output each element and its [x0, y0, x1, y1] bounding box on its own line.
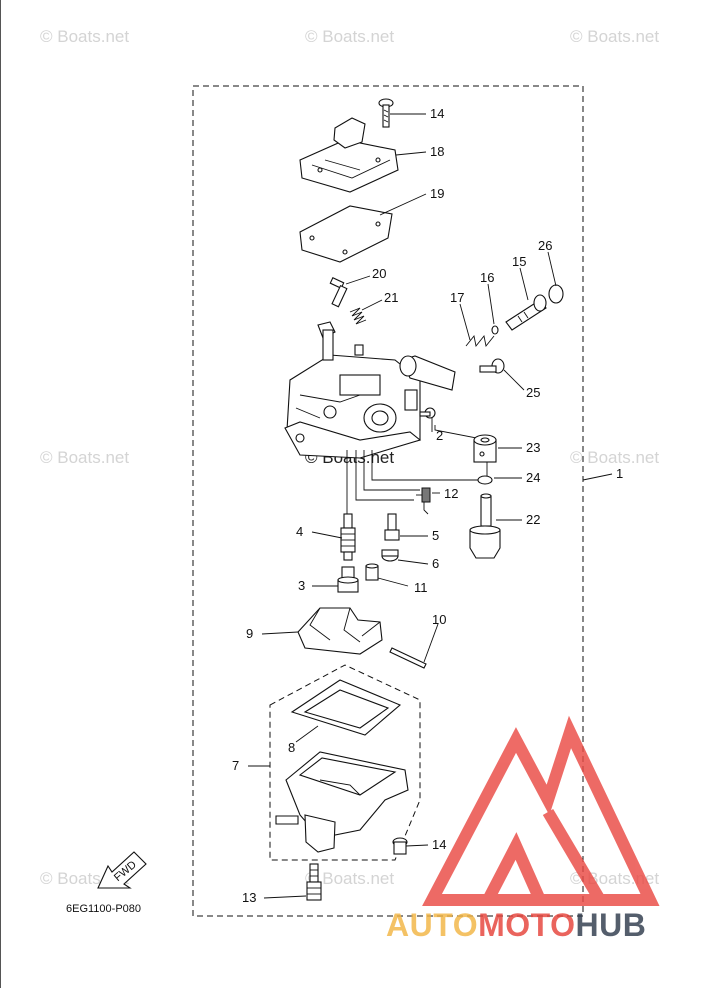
- watermark: © Boats.net: [305, 27, 394, 46]
- float-chamber-group-boundary: [269, 664, 421, 861]
- callout-3: 3: [298, 578, 305, 593]
- callouts: 14 18 19 26 15 16 20 17 21 25 2 23 1 24 …: [232, 106, 623, 905]
- callout-11: 11: [414, 580, 428, 595]
- callout-18: 18: [430, 144, 444, 159]
- stop-spring: [465, 334, 495, 348]
- o-ring-small: [491, 325, 499, 335]
- callout-17: 17: [450, 290, 464, 305]
- callout-16: 16: [480, 270, 494, 285]
- callout-12: 12: [444, 486, 458, 501]
- carburetor-body: [284, 321, 456, 459]
- pilot-jet: [384, 513, 400, 541]
- callout-22: 22: [526, 512, 540, 527]
- float-chamber: [275, 751, 409, 853]
- callout-24: 24: [526, 470, 540, 485]
- guide-line: [355, 450, 414, 501]
- callout-9: 9: [246, 626, 253, 641]
- callout-15: 15: [512, 254, 526, 269]
- float-chamber-gasket: [290, 679, 402, 736]
- parts: FWD: [97, 98, 564, 901]
- callout-5: 5: [432, 528, 439, 543]
- pilot-spring: [349, 307, 367, 325]
- leader-lines: [248, 113, 613, 899]
- watermark: © Boats.net: [305, 869, 394, 888]
- main-nozzle: [340, 513, 356, 561]
- throttle-stop-screw: [505, 294, 547, 331]
- callout-26: 26: [538, 238, 552, 253]
- float-pin: [389, 647, 427, 669]
- plug-cap: [548, 284, 564, 304]
- pilot-screw: [329, 277, 348, 308]
- carburetor-cover: [299, 117, 399, 193]
- callout-23: 23: [526, 440, 540, 455]
- jet-plug: [381, 549, 399, 562]
- plunger-cap: [473, 434, 497, 463]
- triangle-logo-icon: [422, 715, 660, 906]
- needle-valve: [416, 487, 431, 515]
- drain-plug: [365, 563, 379, 581]
- callout-14-bottom: 14: [432, 837, 446, 852]
- callout-25: 25: [526, 385, 540, 400]
- watermark: © Boats.net: [570, 27, 659, 46]
- callout-8: 8: [288, 740, 295, 755]
- float: [297, 607, 383, 655]
- callout-20: 20: [372, 266, 386, 281]
- callout-13: 13: [242, 890, 256, 905]
- callout-2: 2: [436, 428, 443, 443]
- brand-moto: MOTO: [478, 907, 575, 943]
- brand-wordmark: AUTOMOTOHUB: [386, 907, 646, 943]
- assembly-boundary: [192, 85, 584, 917]
- body-screw: [419, 407, 436, 419]
- brand-hub: HUB: [575, 907, 646, 943]
- drain-screw: [306, 863, 322, 901]
- callout-14: 14: [430, 106, 444, 121]
- callout-6: 6: [432, 556, 439, 571]
- automotohub-logo: AUTOMOTOHUB: [386, 715, 660, 943]
- callout-19: 19: [430, 186, 444, 201]
- watermark: © Boats.net: [570, 448, 659, 467]
- watermark: © Boats.net: [40, 448, 129, 467]
- callout-4: 4: [296, 524, 303, 539]
- chamber-screw: [392, 837, 408, 855]
- guide-line: [363, 450, 420, 491]
- callout-7: 7: [232, 758, 239, 773]
- starter-plunger: [469, 493, 501, 559]
- o-ring: [477, 475, 493, 485]
- main-jet: [337, 566, 359, 593]
- watermark: © Boats.net: [40, 27, 129, 46]
- callout-21: 21: [384, 290, 398, 305]
- mounting-screw: [479, 358, 505, 374]
- diagram-code: 6EG1100-P080: [66, 903, 141, 915]
- callout-1: 1: [616, 466, 623, 481]
- callout-10: 10: [432, 612, 446, 627]
- screw-top: [378, 98, 394, 128]
- cover-gasket: [299, 205, 393, 263]
- brand-auto: AUTO: [386, 907, 478, 943]
